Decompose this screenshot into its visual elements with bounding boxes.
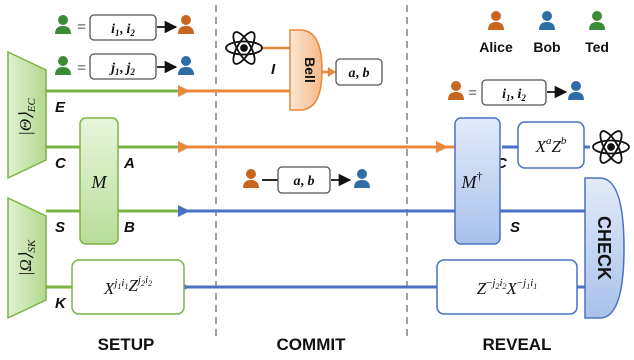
svg-text:Z−j2i2X−j1i1: Z−j2i2X−j1i1 (477, 277, 538, 298)
bell-measurement-gate: Bell (289, 29, 323, 111)
bell-outcome-box: a, b (335, 58, 383, 86)
bob-icon (178, 56, 194, 75)
svg-text:=: = (76, 19, 87, 36)
atom-icon (592, 130, 630, 164)
ted-icon (55, 15, 71, 34)
pauli-correction-box: XaZb (517, 121, 585, 169)
ted-to-bob-message: = j1, j2 (55, 53, 194, 80)
alice-icon (488, 11, 504, 30)
ec-state-source: |Θ⟩EC (7, 50, 47, 180)
m-dagger-gate: M† (454, 117, 501, 245)
svg-text:Xj1i1Zj2i2: Xj1i1Zj2i2 (103, 274, 152, 298)
svg-text:a, b: a, b (294, 174, 315, 189)
svg-text:a, b: a, b (349, 66, 370, 81)
svg-text:j1, j2: j1, j2 (109, 61, 135, 77)
bob-icon (354, 169, 370, 188)
wire-label-S: S (55, 219, 65, 236)
ted-icon (55, 56, 71, 75)
svg-text:M†: M† (461, 169, 483, 192)
svg-text:Alice: Alice (479, 39, 513, 55)
svg-text:|Θ⟩EC: |Θ⟩EC (16, 98, 38, 136)
svg-text:M: M (91, 172, 108, 192)
reveal-message: = i1, i2 (448, 79, 584, 106)
svg-text:i1, i2: i1, i2 (111, 22, 135, 38)
svg-text:Ted: Ted (585, 39, 609, 55)
ted-to-alice-message: = i1, i2 (55, 14, 194, 41)
wire-label-S-right: S (510, 219, 520, 236)
svg-text:|Ω⟩SK: |Ω⟩SK (16, 239, 38, 276)
sk-state-source: |Ω⟩SK (7, 196, 47, 320)
phase-label-reveal: REVEAL (483, 335, 552, 354)
commit-message: a, b (243, 166, 370, 194)
setup-operation-box: Xj1i1Zj2i2 (71, 259, 185, 315)
svg-text:=: = (76, 60, 87, 77)
m-gate: M (79, 117, 119, 245)
svg-text:Bell: Bell (302, 57, 318, 83)
svg-text:i1, i2: i1, i2 (502, 87, 526, 103)
wire-label-C: C (55, 155, 67, 172)
alice-icon (448, 81, 464, 100)
wire-label-K: K (55, 295, 67, 312)
check-measurement-gate: CHECK (584, 177, 625, 319)
reveal-operation-box: Z−j2i2X−j1i1 (436, 259, 578, 315)
svg-text:CHECK: CHECK (594, 216, 614, 280)
phase-label-commit: COMMIT (277, 335, 347, 354)
svg-text:=: = (467, 85, 478, 102)
svg-text:XaZb: XaZb (535, 135, 567, 156)
legend: Alice Bob Ted (479, 11, 609, 55)
phase-label-setup: SETUP (98, 335, 155, 354)
bob-icon (539, 11, 555, 30)
ted-icon (589, 11, 605, 30)
alice-icon (178, 15, 194, 34)
wire-label-E: E (55, 99, 66, 116)
wire-label-A: A (123, 155, 135, 172)
svg-text:Bob: Bob (533, 39, 560, 55)
wire-label-I: I (271, 61, 276, 78)
atom-icon (225, 31, 263, 65)
bob-icon (568, 81, 584, 100)
wire-label-B: B (124, 219, 135, 236)
alice-icon (243, 169, 259, 188)
